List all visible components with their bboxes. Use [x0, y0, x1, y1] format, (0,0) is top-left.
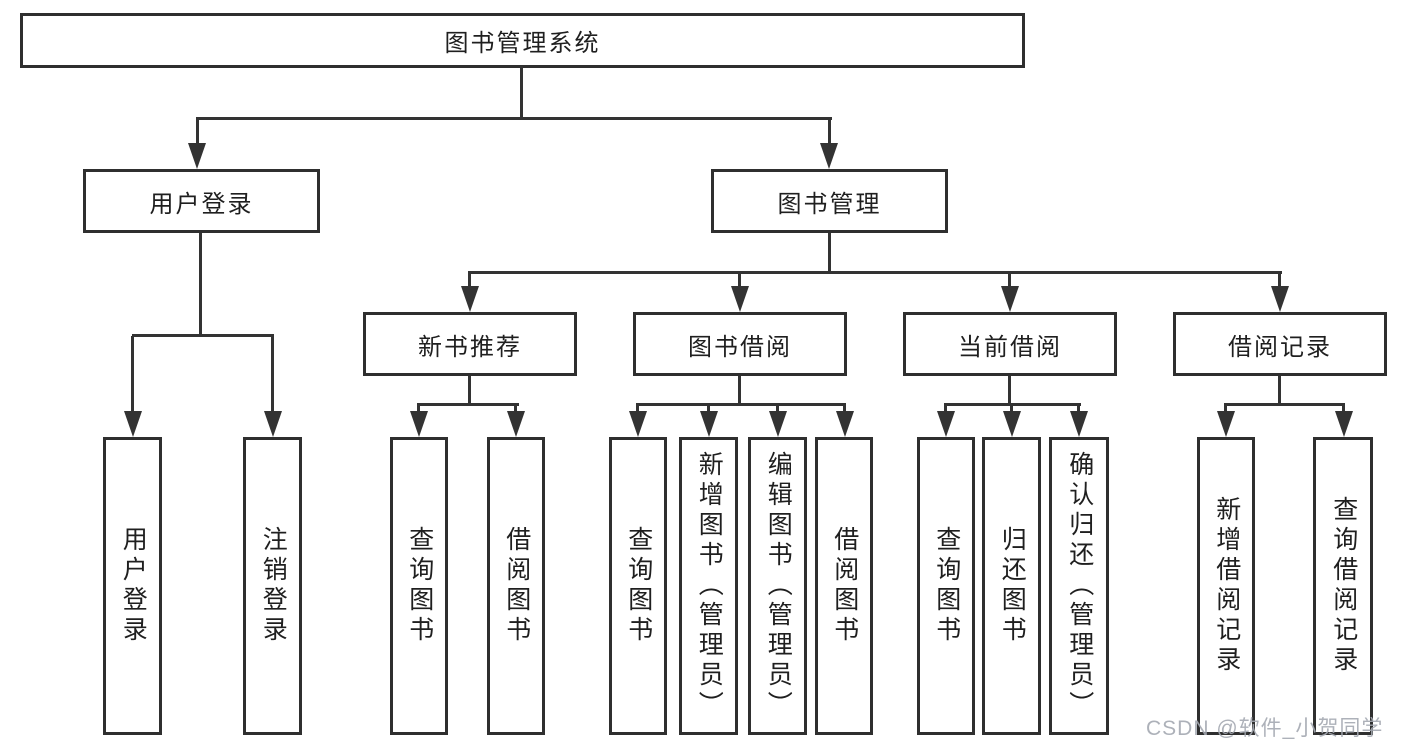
- node-new-book-recommend: 新书推荐: [363, 312, 577, 376]
- node-label: 图书管理系统: [444, 30, 601, 57]
- leaf-query-book-recommend: 查询图书: [390, 437, 448, 735]
- connector-line: [1008, 376, 1011, 406]
- connector-line: [738, 273, 741, 290]
- leaf-add-book-admin: 新增图书（管理员）: [679, 437, 738, 735]
- connector-line: [468, 271, 1282, 274]
- leaf-query-book-borrowing: 查询图书: [609, 437, 667, 735]
- connector-line: [131, 336, 134, 413]
- leaf-borrow-book: 借阅图书: [815, 437, 873, 735]
- node-label: 图书管理: [777, 190, 882, 218]
- connector-arrow: [1001, 286, 1019, 312]
- connector-arrow: [1003, 411, 1021, 437]
- connector-line: [271, 336, 274, 413]
- connector-line: [1008, 273, 1011, 290]
- connector-line: [636, 405, 639, 414]
- node-label: 查询借阅记录: [1329, 496, 1358, 676]
- connector-line: [636, 403, 846, 406]
- connector-arrow: [629, 411, 647, 437]
- connector-line: [738, 376, 741, 406]
- connector-arrow: [820, 143, 838, 169]
- connector-line: [132, 334, 274, 337]
- connector-line: [1077, 405, 1080, 414]
- node-label: 注销登录: [259, 526, 288, 646]
- leaf-add-borrow-record: 新增借阅记录: [1197, 437, 1255, 735]
- leaf-user-login: 用户登录: [103, 437, 162, 735]
- node-label: 查询图书: [624, 526, 653, 646]
- connector-line: [944, 403, 1081, 406]
- node-label: 新书推荐: [418, 333, 522, 361]
- leaf-query-borrow-record: 查询借阅记录: [1313, 437, 1373, 735]
- leaf-confirm-return-admin: 确认归还（管理员）: [1049, 437, 1109, 735]
- node-label: 归还图书: [998, 526, 1027, 646]
- connector-line: [514, 405, 517, 414]
- connector-arrow: [937, 411, 955, 437]
- node-label: 借阅记录: [1228, 333, 1332, 361]
- connector-line: [1342, 405, 1345, 414]
- connector-arrow: [461, 286, 479, 312]
- connector-line: [520, 66, 523, 119]
- connector-line: [776, 405, 779, 414]
- node-label: 编辑图书（管理员）: [764, 451, 793, 721]
- leaf-return-book: 归还图书: [982, 437, 1041, 735]
- node-label: 查询图书: [405, 526, 434, 646]
- connector-arrow: [1217, 411, 1235, 437]
- connector-line: [1224, 405, 1227, 414]
- leaf-query-book-current: 查询图书: [917, 437, 975, 735]
- connector-arrow: [124, 411, 142, 437]
- node-label: 当前借阅: [958, 333, 1062, 361]
- connector-arrow: [769, 411, 787, 437]
- connector-line: [1224, 403, 1345, 406]
- node-label: 用户登录: [119, 526, 148, 646]
- connector-arrow: [264, 411, 282, 437]
- node-label: 借阅图书: [502, 526, 531, 646]
- node-user-login: 用户登录: [83, 169, 320, 233]
- connector-line: [417, 403, 519, 406]
- connector-arrow: [1070, 411, 1088, 437]
- csdn-watermark: CSDN @软件_小贺同学: [1146, 717, 1384, 740]
- node-label: 查询图书: [932, 526, 961, 646]
- connector-line: [199, 233, 202, 337]
- leaf-logout: 注销登录: [243, 437, 302, 735]
- node-book-borrowing: 图书借阅: [633, 312, 847, 376]
- node-label: 确认归还（管理员）: [1065, 451, 1094, 721]
- node-label: 借阅图书: [830, 526, 859, 646]
- connector-line: [843, 405, 846, 414]
- node-label: 图书借阅: [688, 333, 792, 361]
- connector-arrow: [410, 411, 428, 437]
- connector-arrow: [1335, 411, 1353, 437]
- leaf-edit-book-admin: 编辑图书（管理员）: [748, 437, 807, 735]
- connector-line: [944, 405, 947, 414]
- connector-line: [828, 233, 831, 274]
- leaf-borrow-book-recommend: 借阅图书: [487, 437, 545, 735]
- connector-line: [1278, 376, 1281, 406]
- connector-line: [468, 273, 471, 290]
- node-label: 新增借阅记录: [1212, 496, 1241, 676]
- connector-line: [828, 119, 831, 147]
- connector-arrow: [700, 411, 718, 437]
- connector-line: [468, 376, 471, 406]
- connector-line: [1010, 405, 1013, 414]
- connector-line: [1278, 273, 1281, 290]
- connector-line: [196, 119, 199, 147]
- node-book-management: 图书管理: [711, 169, 948, 233]
- connector-arrow: [836, 411, 854, 437]
- connector-arrow: [507, 411, 525, 437]
- connector-arrow: [188, 143, 206, 169]
- node-label: 用户登录: [149, 190, 254, 218]
- connector-line: [196, 117, 832, 120]
- connector-line: [707, 405, 710, 414]
- node-borrowing-records: 借阅记录: [1173, 312, 1387, 376]
- node-current-borrowing: 当前借阅: [903, 312, 1117, 376]
- node-label: 新增图书（管理员）: [695, 451, 724, 721]
- connector-arrow: [1271, 286, 1289, 312]
- node-library-system: 图书管理系统: [20, 13, 1025, 68]
- connector-arrow: [731, 286, 749, 312]
- connector-line: [417, 405, 420, 414]
